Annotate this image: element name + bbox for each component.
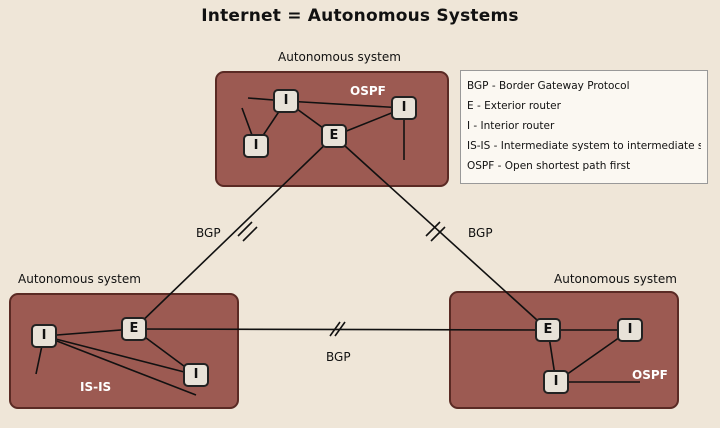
protocol-label-left: IS-IS [80, 380, 112, 394]
protocol-label-right: OSPF [632, 368, 668, 382]
router-interior-right-1: I [617, 318, 643, 342]
as-label-right: Autonomous system [554, 272, 677, 286]
bgp-break-marker-left [237, 221, 258, 242]
bgp-break-marker-right [425, 221, 446, 242]
legend-item-bgp: BGP - Border Gateway Protocol [467, 80, 630, 92]
router-interior-right-2: I [543, 370, 569, 394]
router-interior-left-2: I [183, 363, 209, 387]
router-interior-top-2: I [391, 96, 417, 120]
bgp-link-left [133, 135, 335, 330]
legend-box: BGP - Border Gateway Protocol E - Exteri… [460, 70, 708, 184]
bgp-label-bottom: BGP [326, 350, 351, 364]
router-exterior-right: E [535, 318, 561, 342]
router-interior-top-1: I [273, 89, 299, 113]
legend-item-isis: IS-IS - Intermediate system to intermedi… [467, 140, 701, 152]
router-exterior-top: E [321, 124, 347, 148]
router-exterior-left: E [121, 317, 147, 341]
bgp-label-left: BGP [196, 226, 221, 240]
bgp-label-right: BGP [468, 226, 493, 240]
protocol-label-top: OSPF [350, 84, 386, 98]
legend-item-interior: I - Interior router [467, 120, 555, 132]
as-box-left [9, 293, 239, 409]
as-label-left: Autonomous system [18, 272, 141, 286]
legend-item-ospf: OSPF - Open shortest path first [467, 160, 631, 172]
bgp-link-right [333, 135, 549, 331]
legend-item-exterior: E - Exterior router [467, 100, 561, 112]
router-interior-left-1: I [31, 324, 57, 348]
router-interior-top-3: I [243, 134, 269, 158]
diagram-title: Internet = Autonomous Systems [201, 6, 519, 26]
bgp-break-marker-bottom [329, 321, 346, 337]
as-label-top: Autonomous system [278, 50, 401, 64]
bgp-link-bottom [133, 328, 549, 331]
